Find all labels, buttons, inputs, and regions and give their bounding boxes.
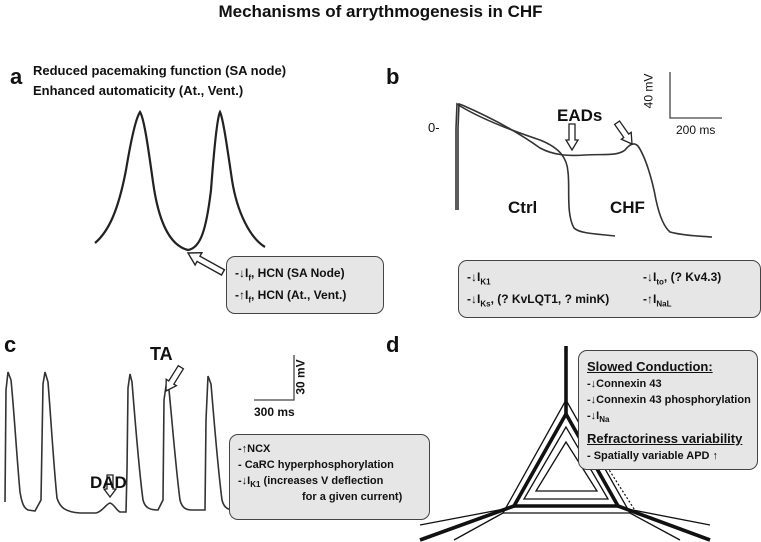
panel-a-arrow <box>186 251 226 276</box>
ctrl-trace <box>455 102 616 237</box>
ta-label: TA <box>150 344 173 364</box>
chf-trace <box>457 102 713 238</box>
panel-b-label: b <box>386 64 400 89</box>
panel-b-box-iks: -↓IKs, (? KvLQT1, ? minK) <box>467 292 610 309</box>
panel-a-line1: Reduced pacemaking function (SA node) <box>33 63 287 78</box>
dad-arrow <box>102 474 118 499</box>
panel-d-line1: -↓Connexin 43 <box>587 378 662 390</box>
panel-c-mechanism-box: -↑NCX - CaRC hyperphosphorylation -↓IK1 … <box>229 434 430 520</box>
ead-arrow-1 <box>564 123 580 152</box>
panel-b-mechanism-box: -↓IK1 -↓Ito, (? Kv4.3) -↓IKs, (? KvLQT1,… <box>458 260 761 318</box>
panel-a-line2: Enhanced automaticity (At., Vent.) <box>33 83 244 98</box>
ctrl-label: Ctrl <box>508 198 538 217</box>
panel-c-scale-bar <box>254 355 295 401</box>
panel-a-box-line2: -↑If, HCN (At., Vent.) <box>235 288 347 305</box>
panel-b-scale-bar <box>669 72 722 119</box>
panel-c-box-line3: -↓IK1 (increases V deflection <box>238 475 384 490</box>
panel-d-mechanism-box: Slowed Conduction: -↓Connexin 43 -↓Conne… <box>578 350 758 470</box>
panel-b-box-inal: -↑INaL <box>643 292 672 309</box>
figure-title: Mechanisms of arrythmogenesis in CHF <box>218 2 543 21</box>
panel-d-line4: - Spatially variable APD ↑ <box>587 450 719 462</box>
panel-c-box-line1: -↑NCX <box>238 443 271 455</box>
panel-c-box-line4: for a given current) <box>302 491 403 503</box>
panel-d-line3: -↓INa <box>587 410 610 425</box>
panel-c-box-line2: - CaRC hyperphosphorylation <box>238 459 394 471</box>
ead-arrow-2 <box>613 120 633 146</box>
panel-a-mechanism-box: -↓If, HCN (SA Node) -↑If, HCN (At., Vent… <box>226 256 384 314</box>
pacemaker-trace <box>94 109 266 252</box>
panel-c-label: c <box>4 332 17 357</box>
panel-b-time-scale-label: 200 ms <box>676 123 716 137</box>
panel-c-time-scale-label: 300 ms <box>254 405 295 419</box>
reentry-schematic <box>419 346 711 542</box>
panel-b-box-ito: -↓Ito, (? Kv4.3) <box>643 270 722 287</box>
panel-c-voltage-scale-label: 30 mV <box>293 359 308 395</box>
panel-a-box-line1: -↓If, HCN (SA Node) <box>235 266 345 283</box>
panel-b-voltage-scale-label: 40 mV <box>641 73 656 109</box>
slowed-conduction-heading: Slowed Conduction: <box>587 359 713 374</box>
panel-d-label: d <box>386 332 400 357</box>
eads-label: EADs <box>557 106 603 125</box>
panel-b-box-ik1: -↓IK1 <box>467 270 491 287</box>
chf-label: CHF <box>610 198 645 217</box>
zero-voltage-label: 0- <box>428 120 440 135</box>
ta-arrow <box>165 364 185 393</box>
panel-a-label: a <box>10 64 23 89</box>
dad-label: DAD <box>90 473 127 492</box>
panel-d-line2: -↓Connexin 43 phosphorylation <box>587 394 751 406</box>
refractoriness-heading: Refractoriness variability <box>587 431 743 446</box>
panel-c-trace <box>4 371 236 514</box>
